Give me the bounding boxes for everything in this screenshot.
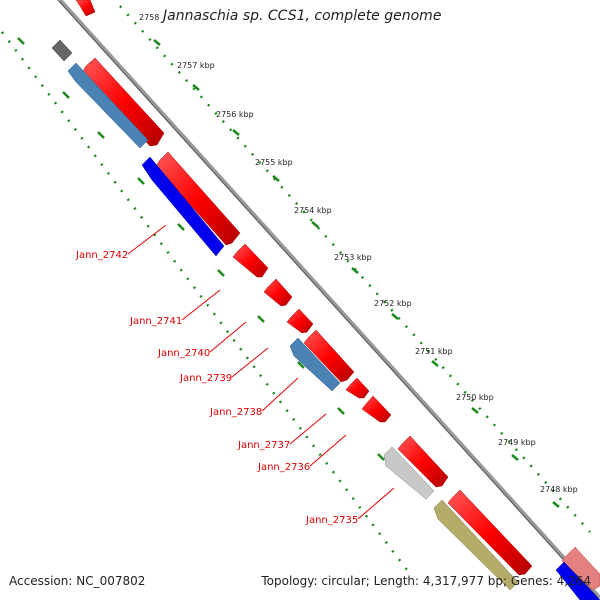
tick-label: 2757 kbp — [177, 61, 215, 70]
tick-label: 2751 kbp — [415, 347, 453, 356]
reverse-genes — [51, 39, 600, 600]
gene-feature[interactable] — [289, 337, 341, 392]
gene-feature[interactable] — [345, 377, 370, 399]
gene-feature[interactable] — [433, 499, 519, 591]
tick-mark — [62, 91, 70, 99]
gene-feature[interactable] — [555, 561, 600, 600]
tick-mark — [471, 407, 479, 414]
gene-feature[interactable] — [447, 489, 533, 576]
tick-mark — [177, 223, 185, 231]
tick-mark — [17, 37, 25, 45]
gene-label[interactable]: Jann_2735 — [305, 515, 358, 526]
tick-mark — [552, 501, 560, 508]
gene-feature[interactable] — [397, 435, 449, 488]
tick-mark — [153, 39, 161, 46]
gene-feature[interactable] — [141, 156, 225, 257]
gene-feature[interactable] — [75, 0, 96, 17]
tick-mark — [272, 175, 280, 182]
gene-feature[interactable] — [67, 62, 149, 149]
tick-label: 2750 kbp — [456, 393, 494, 402]
tick-label: 2754 kbp — [294, 206, 332, 215]
gene-feature[interactable] — [51, 39, 73, 62]
gene-feature[interactable] — [263, 278, 293, 307]
genome-backbone — [57, 0, 600, 600]
tick-mark — [257, 315, 265, 323]
tick-mark — [391, 313, 399, 320]
gene-label-leaders — [127, 224, 395, 520]
leader-line — [181, 289, 221, 321]
inner-dotted-track — [1, 31, 411, 575]
gene-feature[interactable] — [232, 243, 269, 278]
tick-label: 2753 kbp — [334, 253, 372, 262]
leader-line — [357, 487, 395, 520]
gene-label[interactable]: Jann_2741 — [129, 316, 182, 327]
tick-label: 2752 kbp — [374, 299, 412, 308]
tick-mark — [351, 267, 359, 274]
tick-label: 2755 kbp — [255, 158, 293, 167]
tick-label: 2756 kbp — [216, 110, 254, 119]
gene-feature[interactable] — [383, 446, 435, 500]
tick-mark — [311, 221, 319, 228]
gene-feature[interactable] — [286, 308, 314, 334]
gene-label[interactable]: Jann_2742 — [75, 250, 128, 261]
leader-line — [309, 434, 347, 467]
tick-mark — [297, 361, 305, 369]
gene-feature[interactable] — [561, 546, 600, 591]
leader-line — [209, 321, 247, 353]
inner-tick-marks — [17, 37, 385, 461]
gene-feature[interactable] — [303, 329, 355, 383]
tick-mark — [377, 453, 385, 461]
leader-line — [231, 347, 269, 378]
tick-label: 2758 — [139, 13, 159, 22]
forward-genes — [75, 0, 600, 591]
tick-mark — [337, 407, 345, 415]
tick-label: 2748 kbp — [540, 485, 578, 494]
gene-label[interactable]: Jann_2736 — [257, 462, 310, 473]
accession-text: Accession: NC_007802 — [9, 574, 146, 588]
tick-mark — [97, 131, 105, 139]
tick-mark — [137, 177, 145, 185]
leader-line — [289, 413, 327, 445]
gene-label[interactable]: Jann_2737 — [237, 440, 290, 451]
leader-line — [261, 377, 299, 412]
gene-label[interactable]: Jann_2740 — [157, 348, 210, 359]
genome-title: Jannaschia sp. CCS1, complete genome — [163, 8, 442, 24]
tick-label: 2749 kbp — [498, 438, 536, 447]
gene-label[interactable]: Jann_2738 — [209, 407, 262, 418]
tick-mark — [232, 129, 240, 136]
gene-label[interactable]: Jann_2739 — [179, 373, 232, 384]
tick-marks — [153, 39, 560, 508]
gene-feature[interactable] — [361, 395, 392, 423]
tick-mark — [511, 454, 519, 461]
tick-mark — [217, 269, 225, 277]
genome-summary-text: Topology: circular; Length: 4,317,977 bp… — [261, 574, 591, 588]
tick-mark — [192, 84, 200, 91]
tick-mark — [431, 360, 439, 367]
leader-line — [127, 224, 167, 255]
